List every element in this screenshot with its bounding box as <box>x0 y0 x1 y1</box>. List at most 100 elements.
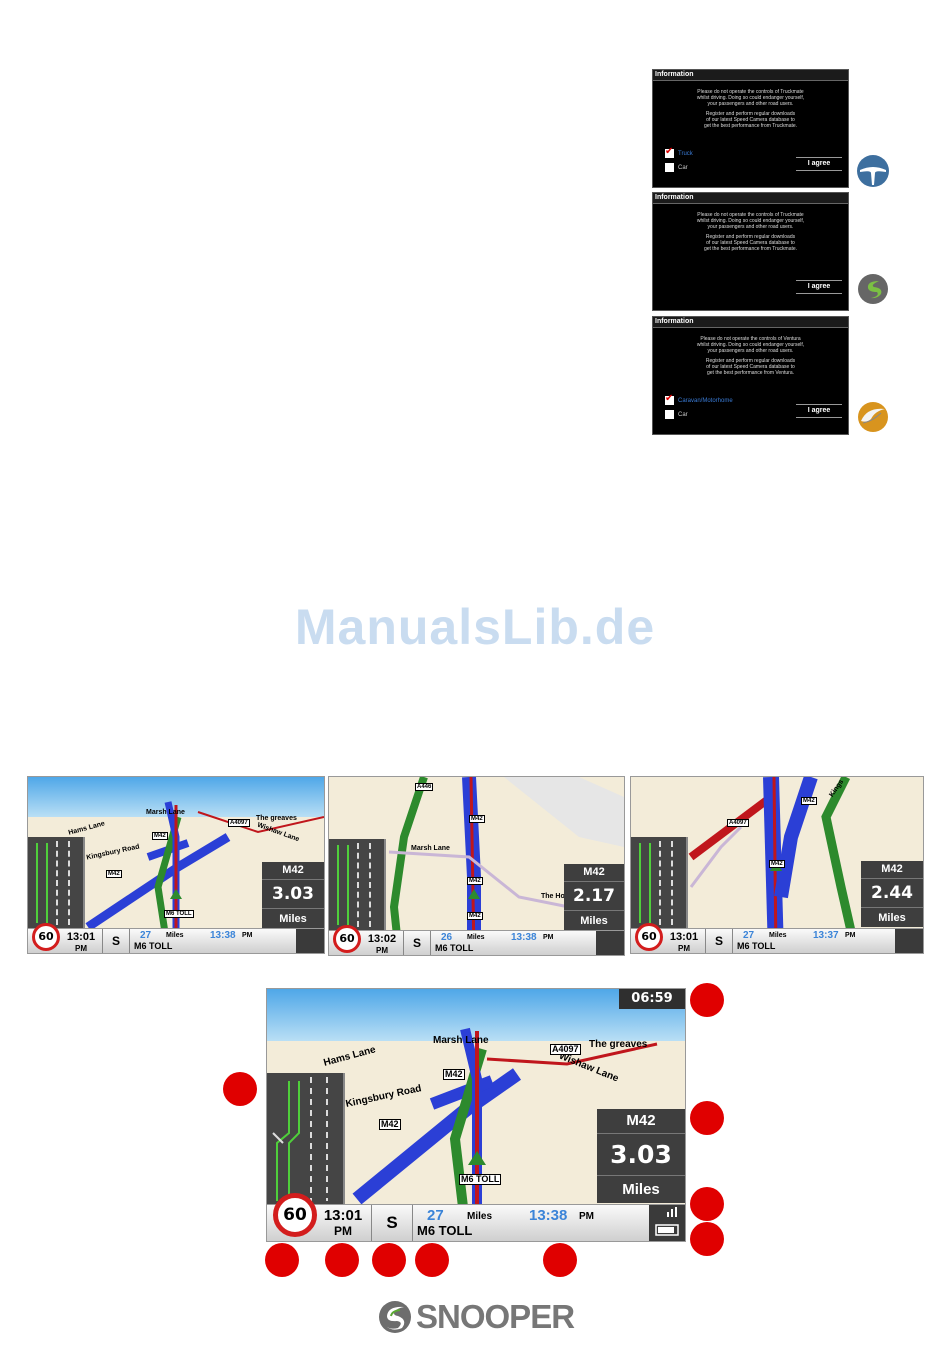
info-dialog-truckmate: Information Please do not operate the co… <box>652 69 849 188</box>
speed-limit-sign: 60 <box>333 925 361 953</box>
watermark-text: ManualsLib.de <box>294 599 656 655</box>
route-info: 26 Miles 13:38 PM M6 TOLL <box>433 931 593 955</box>
current-road: M6 TOLL <box>417 1223 473 1238</box>
distance-unit: Miles <box>622 1181 660 1198</box>
checkbox[interactable] <box>665 410 674 419</box>
truckmate-logo-icon <box>857 155 889 187</box>
annotation-marker <box>690 1101 724 1135</box>
vehicle-option-car[interactable]: Car <box>665 410 688 419</box>
annotation-marker <box>543 1243 577 1277</box>
dialog-message: Please do not operate the controls of Tr… <box>696 89 805 129</box>
distance-unit: Miles <box>279 913 307 925</box>
checkbox-checked[interactable] <box>665 393 674 405</box>
lane-guidance-panel <box>329 839 386 931</box>
i-agree-button[interactable]: I agree <box>796 280 842 294</box>
road-shield: M42 <box>801 797 817 805</box>
route-info: 27 Miles 13:38 PM M6 TOLL <box>132 929 292 953</box>
speed-limit-sign: 60 <box>32 923 60 951</box>
ventura-logo-icon <box>857 401 889 433</box>
lane-guidance-panel <box>631 837 688 929</box>
compass-heading[interactable]: S <box>371 1205 413 1241</box>
next-turn-distance: 2.44 <box>861 879 923 908</box>
arrival-ampm: PM <box>845 932 856 939</box>
route-info: 27 Miles 13:37 PM M6 TOLL <box>735 929 895 953</box>
nav-screen-2: A446 M42 M42 M42 Marsh Lane The Hor M42 … <box>328 776 625 956</box>
info-dialog-snooper: Information Please do not operate the co… <box>652 192 849 311</box>
distance-remaining-unit: Miles <box>769 932 787 939</box>
annotation-marker <box>223 1072 257 1106</box>
current-road: M6 TOLL <box>435 943 474 953</box>
current-road: M6 TOLL <box>134 941 173 951</box>
i-agree-button[interactable]: I agree <box>796 404 842 418</box>
signal-battery-icon <box>895 929 923 953</box>
annotation-marker <box>690 983 724 1017</box>
next-road-name: M42 <box>597 1109 685 1134</box>
route-info[interactable]: 27 Miles 13:38 PM M6 TOLL <box>415 1205 645 1241</box>
distance-remaining: 27 <box>140 930 152 941</box>
road-shield: M6 TOLL <box>164 910 194 918</box>
arrival-time: 13:38 <box>529 1207 568 1224</box>
dialog-title: Information <box>653 70 848 81</box>
next-turn-panel: M42 2.44 Miles <box>861 861 923 927</box>
road-shield: A446 <box>415 783 434 791</box>
vehicle-option-car[interactable]: Car <box>665 163 688 172</box>
checkbox-checked[interactable] <box>665 146 674 158</box>
map-label-marsh-lane: Marsh Lane <box>433 1035 489 1046</box>
signal-battery-icon <box>296 929 324 953</box>
annotation-marker <box>265 1243 299 1277</box>
arrival-ampm: PM <box>242 932 253 939</box>
nav-screen-3: A4097 M42 M42 Kings M42 2.44 Miles 13:01… <box>630 776 924 954</box>
annotation-marker <box>415 1243 449 1277</box>
distance-remaining-unit: Miles <box>467 1211 493 1222</box>
next-turn-panel: M42 2.17 Miles <box>564 864 624 930</box>
dialog-title: Information <box>653 193 848 204</box>
arrival-ampm: PM <box>579 1211 594 1222</box>
i-agree-button[interactable]: I agree <box>796 157 842 171</box>
map-label: Marsh Lane <box>146 809 185 816</box>
snooper-swirl-icon <box>379 1301 411 1333</box>
road-shield-m42: M42 <box>379 1119 401 1130</box>
nav-screen-main: Marsh Lane Hams Lane Kingsbury Road The … <box>266 988 686 1242</box>
vehicle-option-truck[interactable]: Truck <box>665 146 693 158</box>
road-shield: M42 <box>106 870 122 878</box>
map-label: Marsh Lane <box>411 845 450 852</box>
next-turn-panel[interactable]: M42 3.03 Miles <box>597 1109 685 1203</box>
next-road-name: M42 <box>861 861 923 879</box>
arrival-ampm: PM <box>543 934 554 941</box>
map-label: The Hor <box>541 893 568 900</box>
checkbox[interactable] <box>665 163 674 172</box>
road-shield: A4097 <box>228 819 250 827</box>
map-label: The greaves <box>256 815 297 822</box>
distance-remaining: 27 <box>427 1207 444 1224</box>
distance-remaining: 27 <box>743 930 755 941</box>
road-shield-m6-toll: M6 TOLL <box>459 1174 502 1185</box>
next-turn-distance: 2.17 <box>564 882 624 911</box>
info-dialog-ventura: Information Please do not operate the co… <box>652 316 849 435</box>
compass-heading: S <box>403 931 431 955</box>
distance-unit: Miles <box>580 915 608 927</box>
next-turn-panel: M42 3.03 Miles <box>262 862 324 928</box>
arrival-time: 13:37 <box>813 930 839 941</box>
compass-heading: S <box>705 929 733 953</box>
road-shield: M42 <box>469 815 485 823</box>
road-shield-a4097: A4097 <box>550 1044 581 1055</box>
annotation-marker <box>325 1243 359 1277</box>
speed-limit-sign[interactable]: 60 <box>273 1193 317 1237</box>
distance-remaining-unit: Miles <box>166 932 184 939</box>
next-road-name: M42 <box>262 862 324 880</box>
vehicle-option-caravan[interactable]: Caravan/Motorhome <box>665 393 733 405</box>
lane-guidance-panel[interactable] <box>267 1073 345 1205</box>
road-shield: M42 <box>769 860 785 868</box>
next-turn-distance: 3.03 <box>597 1134 685 1176</box>
signal-battery-icon[interactable] <box>649 1205 685 1241</box>
road-shield: M42 <box>467 912 483 920</box>
next-turn-distance: 3.03 <box>262 880 324 909</box>
brand-name: SNOOPER <box>416 1298 575 1335</box>
compass-heading: S <box>102 929 130 953</box>
